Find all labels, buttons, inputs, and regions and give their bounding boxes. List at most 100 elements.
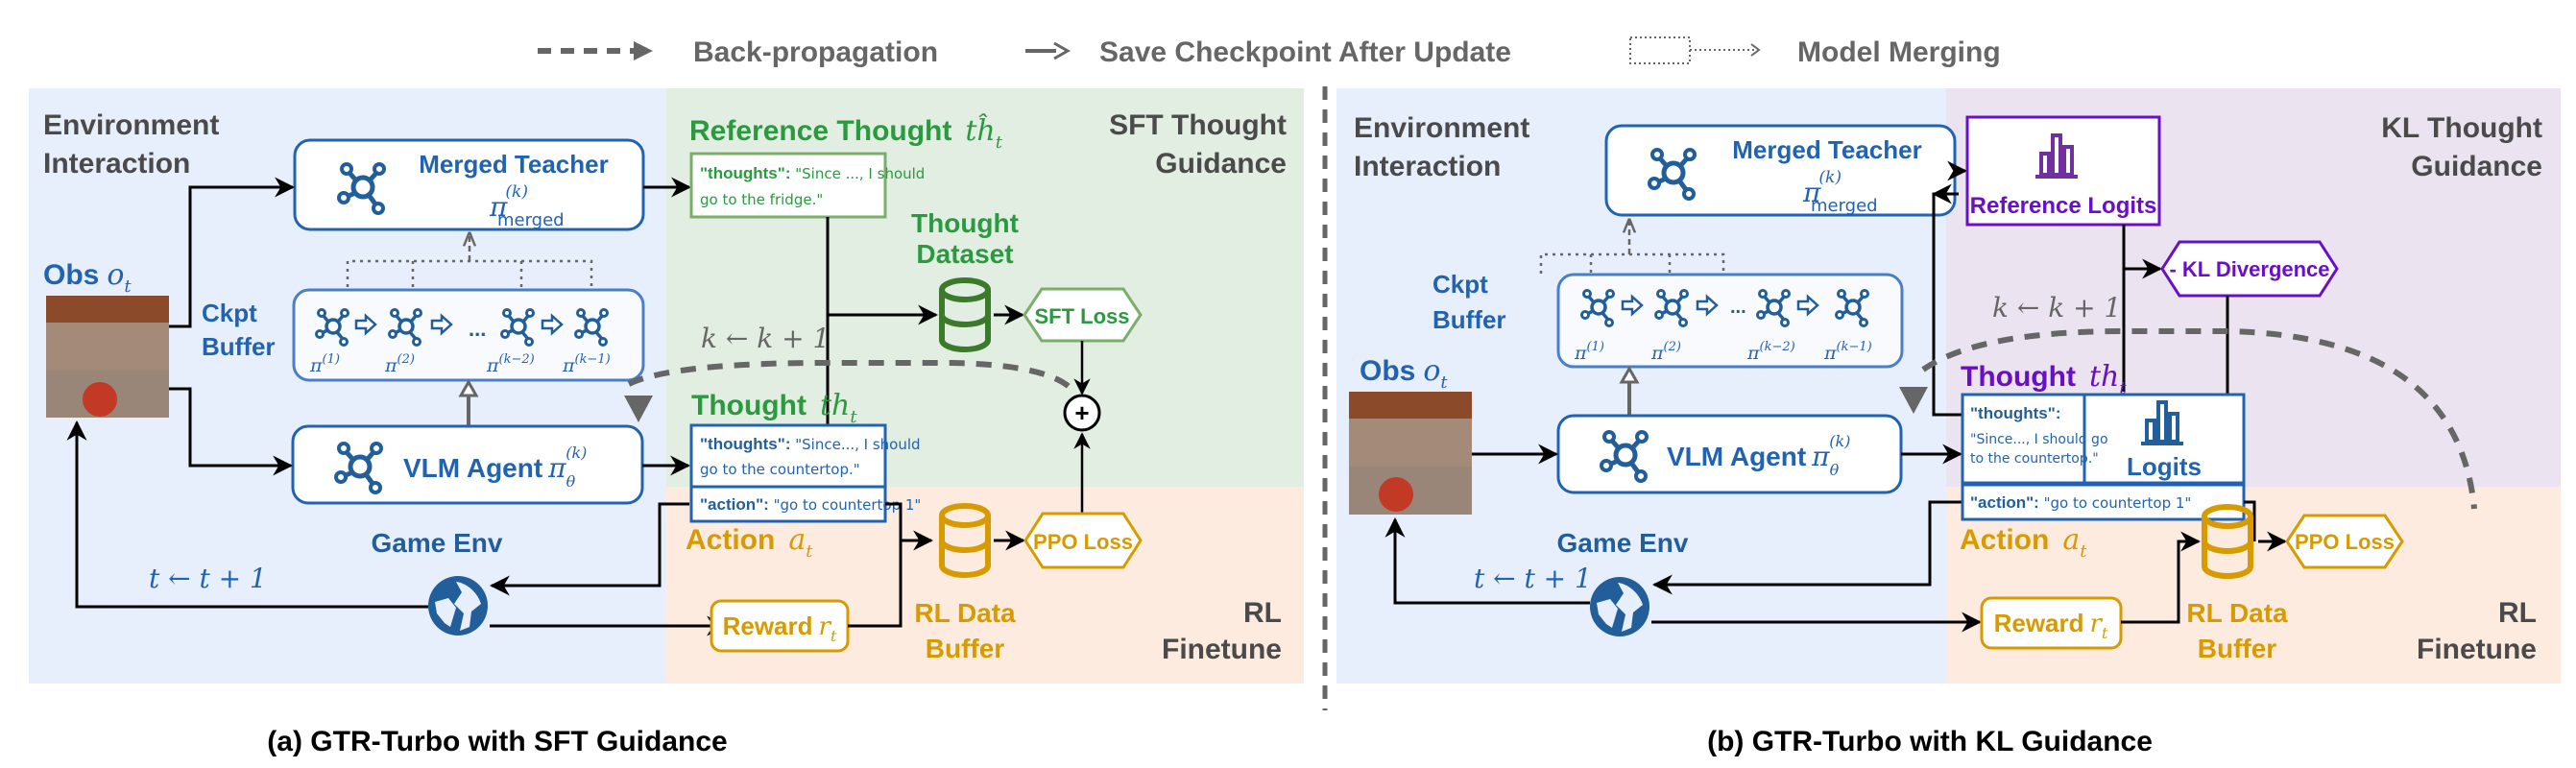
ckpt-models-a: ... [314, 307, 610, 348]
env-title-a-2: Interaction [43, 148, 190, 180]
ckpt-buffer-box-b [1556, 273, 1904, 369]
ckpt-pi-2-b: π(2) [1650, 340, 1681, 364]
ckpt-label-b: Ckpt [1432, 270, 1488, 299]
thought-text-b-2: to the countertop." [1970, 451, 2099, 467]
ckpt-label-a-2: Buffer [202, 332, 276, 361]
ckpt-label-b-2: Buffer [1432, 305, 1506, 334]
legend-backprop: Back-propagation [693, 36, 938, 68]
ckpt-pi-4-b: π(k−1) [1823, 340, 1872, 364]
obs-to-teacher-arrow-a [169, 177, 296, 328]
backprop-curve-b [1921, 328, 2477, 510]
ckpt-ellipsis-b: ... [1730, 297, 1746, 318]
ref-thought-text-a-2: go to the fridge." [700, 191, 823, 208]
backprop-legend-icon [538, 41, 653, 60]
sft-title-a: SFT Thought [1109, 109, 1287, 141]
sft-loss-label-a: SFT Loss [1034, 304, 1129, 328]
ppo-loss-hexagon-b [2285, 514, 2404, 569]
kl-divergence-label-b: - KL Divergence [2169, 257, 2329, 281]
env-to-obs-arrow-a [66, 420, 428, 609]
reward-to-buffer-line-a [848, 540, 903, 628]
caption-b: (b) GTR-Turbo with KL Guidance [1707, 726, 2153, 757]
action-box-b [1961, 483, 2246, 521]
rl-finetune-label-a-2: Finetune [1162, 634, 1282, 665]
merged-teacher-label-b: Merged Teacher [1732, 135, 1921, 164]
merged-teacher-math-b: π(k)merged [1802, 168, 1878, 216]
save-ckpt-legend-icon [1025, 41, 1071, 60]
backprop-arrowhead-a [624, 396, 653, 422]
k-update-a: k ← k + 1 [701, 323, 830, 354]
backprop-curve-a [627, 360, 1078, 396]
ppo-loss-label-b: PPO Loss [2295, 530, 2395, 554]
ckpt-ellipsis-a: ... [469, 317, 486, 341]
thought-text-a: "thoughts": "Since..., I should [700, 435, 921, 453]
rl-finetune-label-b: RL [2498, 597, 2537, 629]
rl-buffer-label-a: RL Data [914, 598, 1016, 628]
observation-image-a [46, 296, 169, 418]
sum-node-a [1063, 394, 1101, 432]
action-text-a: "action": "go to countertop 1" [700, 495, 921, 514]
ckpt-pi-3-b: π(k−2) [1746, 340, 1795, 364]
observation-image-b [1349, 392, 1472, 515]
game-env-label-b: Game Env [1557, 528, 1689, 558]
env-title-a: Environment [43, 109, 219, 141]
legend: Back-propagation Save Checkpoint After U… [538, 36, 2001, 68]
ckpt-models-b: ... [1579, 288, 1870, 328]
t-update-b: t ← t + 1 [1474, 563, 1592, 594]
logits-label-b: Logits [2127, 452, 2202, 481]
game-env-label-a: Game Env [372, 528, 503, 558]
globe-icon [428, 576, 488, 636]
merging-legend-icon [1629, 36, 1761, 64]
plus-sign-a: + [1074, 398, 1089, 427]
k-update-b: k ← k + 1 [1992, 292, 2121, 324]
ckpt-pi-2-a: π(2) [384, 352, 415, 376]
ppo-loss-hexagon-a [1023, 512, 1143, 569]
ref-thought-box-a [689, 152, 887, 219]
action-to-env-arrow-b [1651, 500, 1962, 595]
rl-buffer-label-b: RL Data [2186, 598, 2288, 628]
thought-box-b [1961, 393, 2246, 485]
kl-title-b-2: Guidance [2411, 151, 2542, 182]
rl-buffer-label-b-2: Buffer [2198, 634, 2277, 663]
thought-dataset-label-a: Thought [911, 208, 1019, 238]
thought-key-b: "thoughts": [1970, 404, 2060, 422]
thought-text-b: "Since..., I should go [1970, 432, 2108, 447]
rl-finetune-label-a: RL [1243, 597, 1282, 629]
action-box-a [689, 485, 887, 523]
env-title-b: Environment [1354, 112, 1529, 144]
globe-icon [1590, 577, 1649, 636]
merge-dotted-lines-b [1539, 252, 1725, 274]
env-title-b-2: Interaction [1354, 151, 1501, 182]
action-text-b: "action": "go to countertop 1" [1970, 493, 2191, 512]
rl-buffer-label-a-2: Buffer [926, 634, 1005, 663]
sft-title-a-2: Guidance [1155, 148, 1287, 180]
env-to-obs-arrow-b [1384, 516, 1590, 605]
backprop-arrowhead-b [1899, 387, 1928, 414]
ckpt-pi-1-b: π(1) [1574, 340, 1604, 364]
kl-title-b: KL Thought [2381, 112, 2542, 144]
caption-a: (a) GTR-Turbo with SFT Guidance [267, 726, 727, 757]
merged-teacher-label-a: Merged Teacher [419, 150, 608, 179]
ref-thought-text-a: "thoughts": "Since ..., I should [700, 164, 925, 182]
kl-divergence-hexagon-b [2160, 240, 2339, 298]
obs-to-agent-arrow-a [169, 387, 294, 476]
ckpt-label-a: Ckpt [202, 299, 257, 327]
merged-teacher-math-a: π(k)merged [489, 182, 565, 230]
t-update-a: t ← t + 1 [149, 563, 267, 594]
thought-dataset-label-a-2: Dataset [916, 239, 1013, 269]
legend-merging: Model Merging [1797, 36, 2001, 68]
sft-loss-hexagon-a [1023, 287, 1143, 343]
reward-to-buffer-arrow-b [2121, 531, 2202, 624]
legend-save-ckpt: Save Checkpoint After Update [1099, 36, 1511, 68]
